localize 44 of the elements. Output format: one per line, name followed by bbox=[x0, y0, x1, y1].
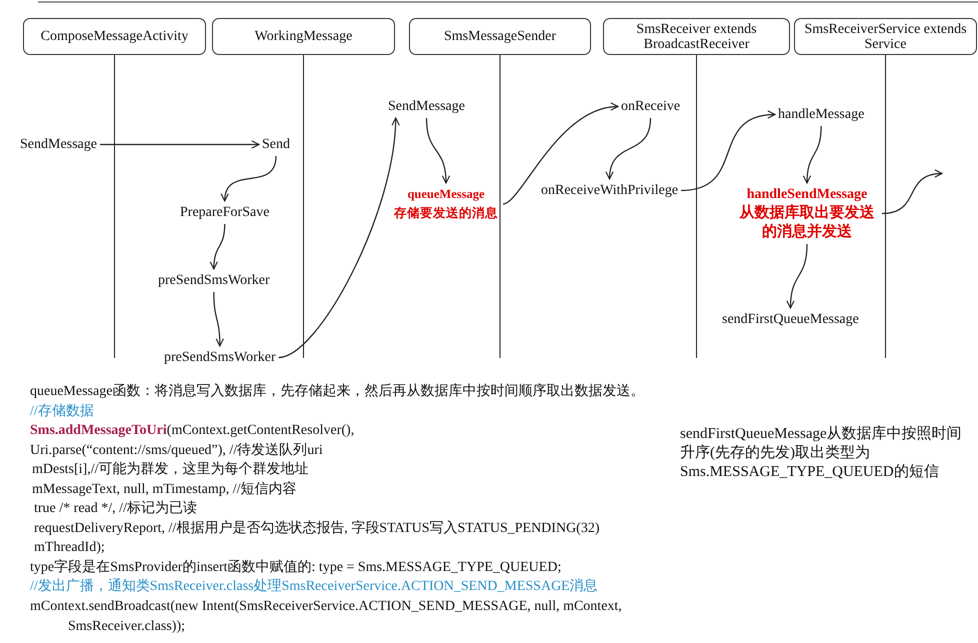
method-label: handleMessage bbox=[778, 106, 864, 123]
code-line: mMessageText, null, mTimestamp, //短信内容 bbox=[32, 480, 296, 499]
lifeline-header: SmsReceiverService extends Service bbox=[794, 18, 977, 55]
lifeline-header: WorkingMessage bbox=[212, 18, 395, 55]
method-label: handleSendMessage bbox=[746, 186, 868, 203]
lifeline-header: ComposeMessageActivity bbox=[23, 18, 206, 55]
code-line: requestDeliveryReport, //根据用户是否勾选状态报告, 字段STATUS写入STATUS_PENDING(32) bbox=[34, 519, 600, 538]
code-comment: //存储数据 bbox=[30, 402, 94, 421]
arrow bbox=[681, 111, 776, 192]
method-label: SendMessage bbox=[388, 98, 465, 115]
arrow bbox=[426, 118, 450, 184]
method-label: preSendSmsWorker bbox=[158, 272, 270, 289]
arrow bbox=[222, 156, 277, 202]
method-label: onReceive bbox=[621, 98, 680, 115]
arrow bbox=[213, 292, 224, 347]
method-label: queueMessage bbox=[406, 186, 486, 203]
method-note: 存储要发送的消息 bbox=[392, 204, 499, 222]
method-label: preSendSmsWorker bbox=[164, 349, 276, 366]
code-line: mDests[i],//可能为群发，这里为每个群发地址 bbox=[32, 460, 308, 479]
method-label: SendMessage bbox=[20, 136, 97, 153]
arrow bbox=[606, 118, 652, 180]
lifeline-header: SmsMessageSender bbox=[409, 18, 591, 55]
description-text: queueMessage函数：将消息写入数据库，先存储起来，然后再从数据库中按时间顺序取出数据发送。 bbox=[30, 382, 644, 401]
code-comment: //发出广播，通知类SmsReceiver.class处理SmsReceiverService.ACTION_SEND_MESSAGE消息 bbox=[30, 577, 598, 596]
method-label: sendFirstQueueMessage bbox=[722, 311, 859, 328]
code-line: Sms.addMessageToUri(mContext.getContentResolver(), bbox=[30, 422, 354, 440]
method-label: PrepareForSave bbox=[180, 204, 270, 221]
arrow bbox=[502, 103, 619, 205]
arrow bbox=[210, 224, 226, 270]
method-label: onReceiveWithPrivilege bbox=[541, 182, 678, 199]
method-note: 从数据库取出要发送的消息并发送 bbox=[738, 203, 876, 241]
arrow bbox=[278, 117, 400, 358]
code-line: true /* read */, //标记为已读 bbox=[34, 500, 197, 518]
method-label: Send bbox=[262, 136, 290, 153]
note-text: sendFirstQueueMessage从数据库中按照时间升序(先存的先发)取出类型为Sms.MESSAGE_TYPE_QUEUED的短信 bbox=[680, 425, 963, 482]
arrow bbox=[803, 126, 822, 184]
arrow bbox=[786, 244, 808, 309]
code-line: mContext.sendBroadcast(new Intent(SmsReceiverService.ACTION_SEND_MESSAGE, null, mContext, SmsReceiver.class)); bbox=[30, 598, 623, 636]
arrow bbox=[100, 140, 260, 149]
lifeline-header: SmsReceiver extends BroadcastReceiver bbox=[603, 18, 790, 55]
code-line: type字段是在SmsProvider的insert函数中赋值的: type = Sms.MESSAGE_TYPE_QUEUED; bbox=[30, 558, 562, 577]
arrow bbox=[882, 170, 943, 214]
code-line: mThreadId); bbox=[34, 539, 105, 557]
code-line: Uri.parse(“content://sms/queued”), //待发送队列uri bbox=[30, 442, 323, 460]
